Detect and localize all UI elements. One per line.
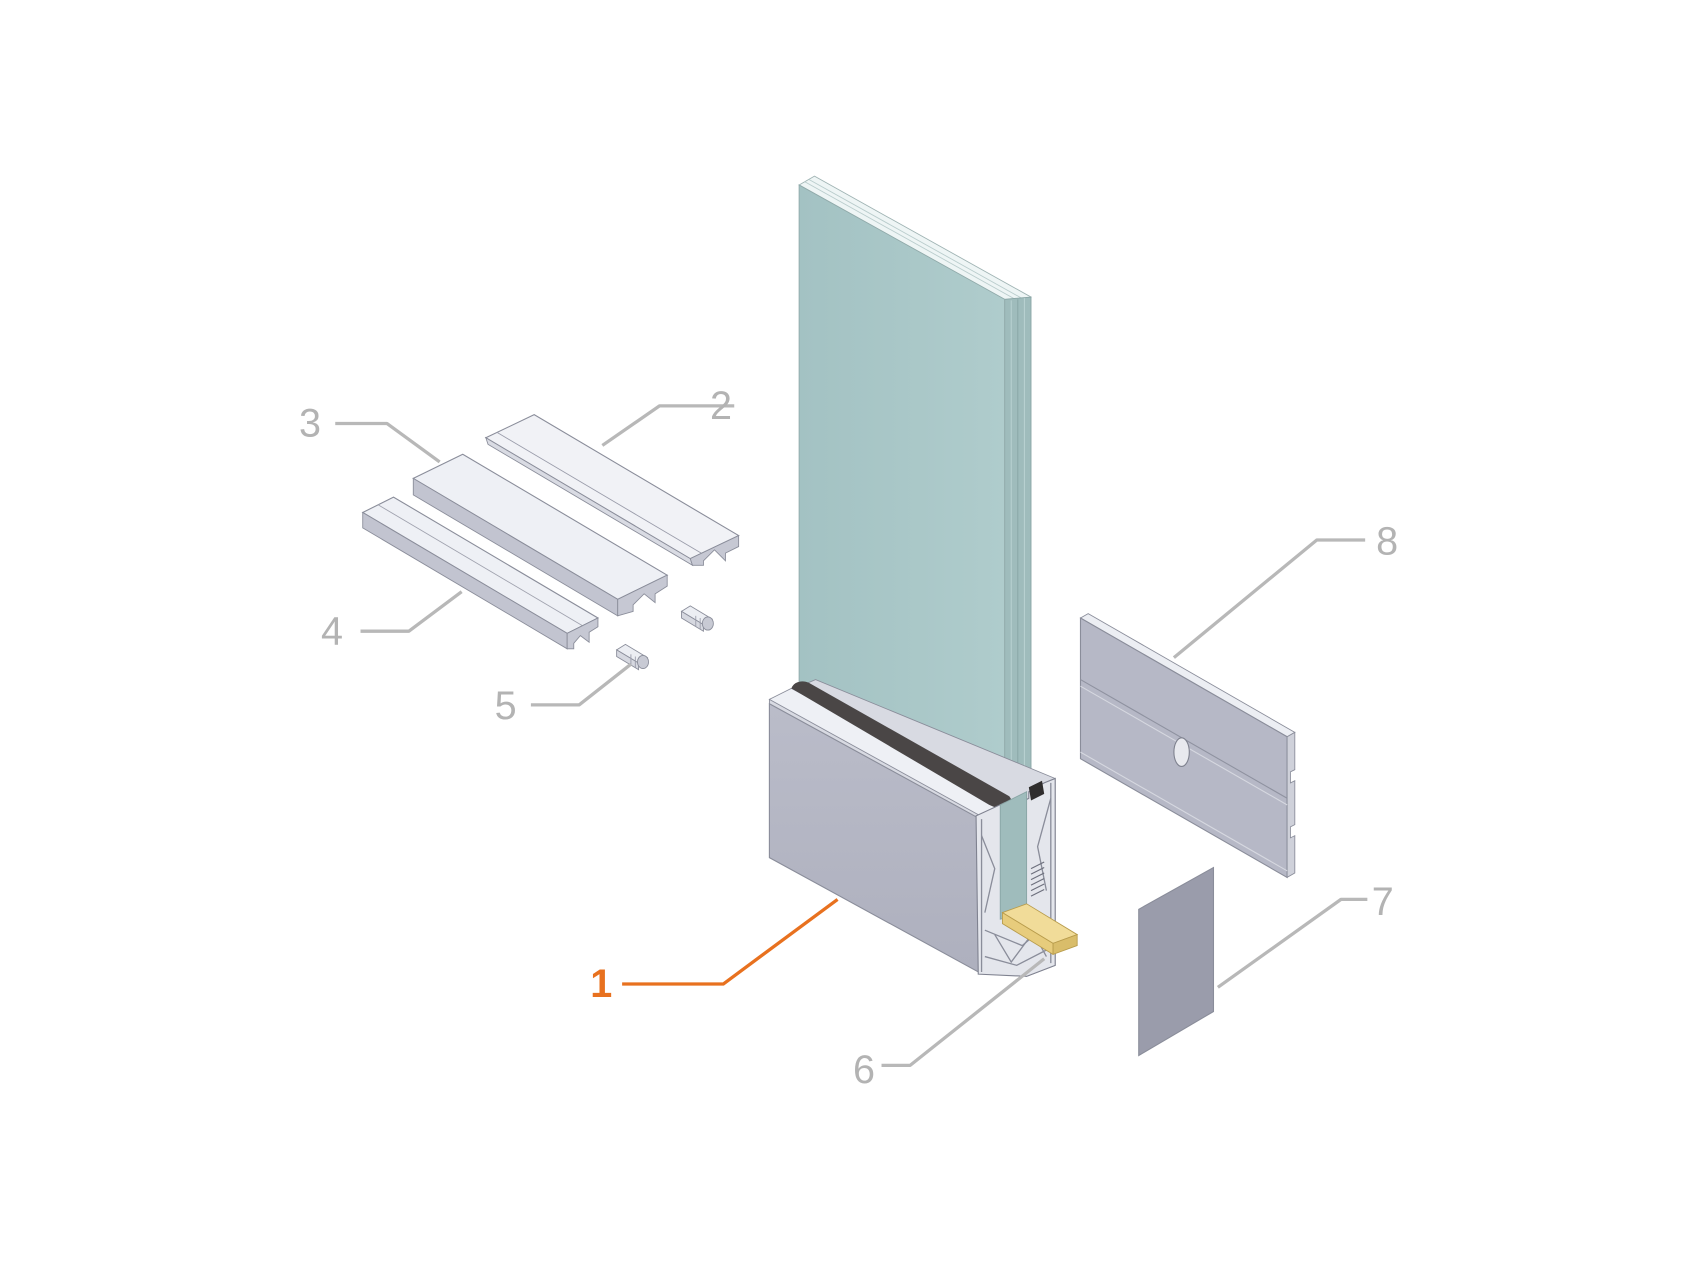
part-connector-pins [615,605,714,671]
callout-3: 3 [299,402,321,446]
callout-2: 2 [710,384,732,428]
part-base-channel-profile [768,679,1056,977]
part-narrow-cover [361,496,600,650]
part-spacer-plate [1138,866,1215,1057]
callout-5: 5 [495,684,517,728]
part-joining-plate [1079,613,1296,879]
callout-6: 6 [853,1048,875,1092]
part-setting-block [1001,903,1079,956]
callout-labels: 1 2 3 4 5 6 7 8 [299,384,1398,1092]
part-top-cover-strip [484,414,740,567]
part-cover-profile [412,453,669,617]
callout-1: 1 [590,962,612,1006]
callout-7: 7 [1372,880,1394,924]
callout-8: 8 [1376,519,1398,563]
callout-4: 4 [321,609,343,653]
callout-leaders [335,404,1368,1068]
